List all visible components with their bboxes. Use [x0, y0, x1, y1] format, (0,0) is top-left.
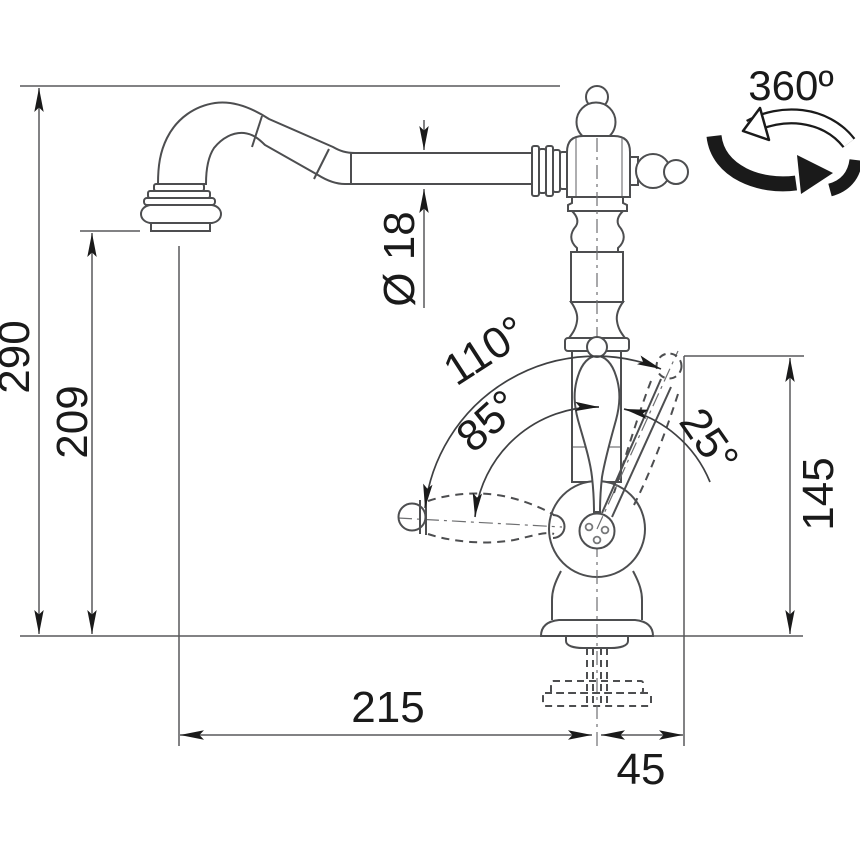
- label-rotation-360: 360º: [748, 62, 833, 109]
- outlet-flange: [143, 197, 216, 206]
- swivel-arrowhead-white: [741, 106, 771, 142]
- base-lip: [565, 636, 629, 649]
- swivel-arrowhead-black: [797, 155, 833, 194]
- label-spout-reach: 215: [351, 683, 424, 732]
- hub-hole: [600, 525, 610, 535]
- label-angle-25: 25°: [670, 399, 748, 482]
- swivel-360-icon: [706, 106, 860, 197]
- spout-collar-rib: [538, 148, 547, 194]
- aerator-tip: [150, 222, 211, 232]
- label-spout-diameter: Ø 18: [375, 211, 424, 306]
- hub-hole: [584, 522, 594, 532]
- spout-collar-rib: [545, 145, 554, 197]
- faucet-body: [539, 85, 689, 747]
- handle-left-ball: [397, 502, 427, 532]
- base-wall-right: [632, 570, 643, 620]
- head-cross-body: [566, 135, 631, 198]
- hub-hole: [592, 535, 602, 545]
- swivel-band-black: [706, 134, 798, 192]
- label-handle-offset: 45: [617, 745, 666, 794]
- spout-tube: [156, 101, 534, 185]
- outlet-ring: [147, 190, 211, 199]
- angle-arcs: [423, 355, 711, 518]
- label-angle-110: 110°: [435, 306, 535, 395]
- dimension-labels: 290 209 145 Ø 18 215 45 110° 85° 25° 360…: [0, 62, 843, 794]
- handle-left-outline: [427, 532, 555, 544]
- outlet-ring: [153, 183, 205, 192]
- handle-ball: [586, 336, 608, 358]
- extension-lines: [20, 85, 804, 746]
- label-spout-outlet-height: 209: [48, 385, 97, 458]
- faucet-spout: [139, 101, 569, 232]
- handle-left-outline: [427, 492, 555, 516]
- swivel-band-tail: [827, 158, 860, 197]
- spout-seam-3: [313, 148, 330, 180]
- base-wall-left: [551, 570, 562, 620]
- arc-85-degrees: [472, 401, 600, 518]
- handle-right-ball: [655, 352, 683, 380]
- handle-position-left: [397, 492, 566, 544]
- label-handle-height: 145: [794, 457, 843, 530]
- arc-110-degrees: [423, 355, 662, 509]
- dimension-lines: [34, 88, 795, 740]
- arc-25-degrees: [623, 408, 711, 483]
- spout-collar-rib: [552, 149, 561, 193]
- spout-collar-rib: [531, 145, 540, 197]
- label-total-height: 290: [0, 320, 39, 393]
- outlet-bulge: [139, 204, 223, 224]
- spout-seam-2: [251, 115, 263, 148]
- side-ball-outer: [663, 159, 689, 185]
